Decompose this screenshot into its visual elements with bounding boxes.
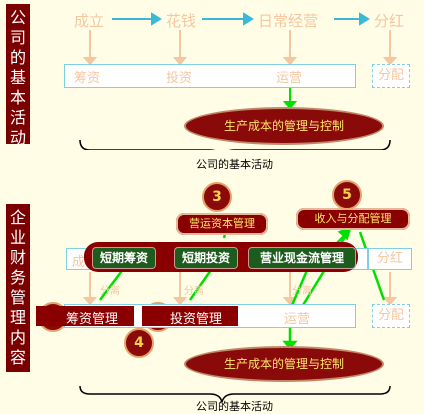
stage-spend: 花钱	[166, 12, 197, 30]
bottom-caption: 公司的基本活动	[196, 400, 273, 413]
box-financing-management	[36, 306, 134, 326]
stage-establish: 成立	[74, 12, 105, 30]
callout-working-capital: 营运资本管理	[176, 213, 268, 235]
top-caption: 公司的基本活动	[196, 158, 273, 171]
bottom-side-title: 企业财务管理内容	[6, 204, 30, 372]
top-connectors	[79, 12, 398, 150]
bottom-cost-management-ellipse: 生产成本的管理与控制	[184, 346, 384, 382]
pill-operating-cash-flow: 营业现金流管理	[248, 247, 356, 269]
bottom-stage-dividend: 分红	[368, 248, 412, 270]
separation-label: 分离	[292, 286, 312, 297]
bottom-box-operations: 运营	[284, 312, 311, 327]
top-cost-management-ellipse: 生产成本的管理与控制	[184, 107, 384, 145]
pill-short-term-investment: 短期投资	[174, 247, 238, 269]
bottom-box-distribution: 分配	[372, 304, 410, 328]
bottom-side-title-text: 企业财务管理内容	[10, 208, 27, 367]
top-side-title: 公司的基本活动	[6, 4, 30, 147]
bottom-brace	[79, 385, 391, 403]
top-brace	[79, 139, 391, 150]
bottom-stage-fragment: 成	[72, 255, 86, 270]
top-side-title-text: 公司的基本活动	[10, 8, 27, 147]
peach-arrow-icon	[82, 272, 398, 306]
peach-arrow-icon	[82, 30, 398, 66]
number-badge-3: 3	[202, 182, 232, 212]
top-box-operations: 运营	[276, 71, 303, 86]
stage-dividend: 分红	[374, 12, 405, 30]
callout-dividend: 收入与分配管理	[296, 208, 410, 230]
top-box-investing: 投资	[166, 71, 193, 86]
box-investment-management-label: 投资管理	[170, 312, 223, 327]
cyan-arrow-icon	[112, 12, 370, 26]
pill-short-term-financing: 短期筹资	[92, 247, 156, 269]
number-badge-4: 4	[124, 328, 154, 358]
box-investment-management	[142, 306, 238, 326]
green-arrow-icon	[282, 86, 298, 110]
number-badge-5: 5	[332, 180, 362, 210]
box-financing-management-label: 筹资管理	[66, 312, 119, 327]
separation-label: 分离	[184, 286, 204, 297]
stage-operations: 日常经营	[258, 12, 319, 30]
top-box-distribution: 分配	[372, 64, 410, 88]
top-process-row	[64, 64, 356, 88]
separation-label: 分离	[100, 286, 120, 297]
top-box-financing: 筹资	[74, 71, 101, 86]
